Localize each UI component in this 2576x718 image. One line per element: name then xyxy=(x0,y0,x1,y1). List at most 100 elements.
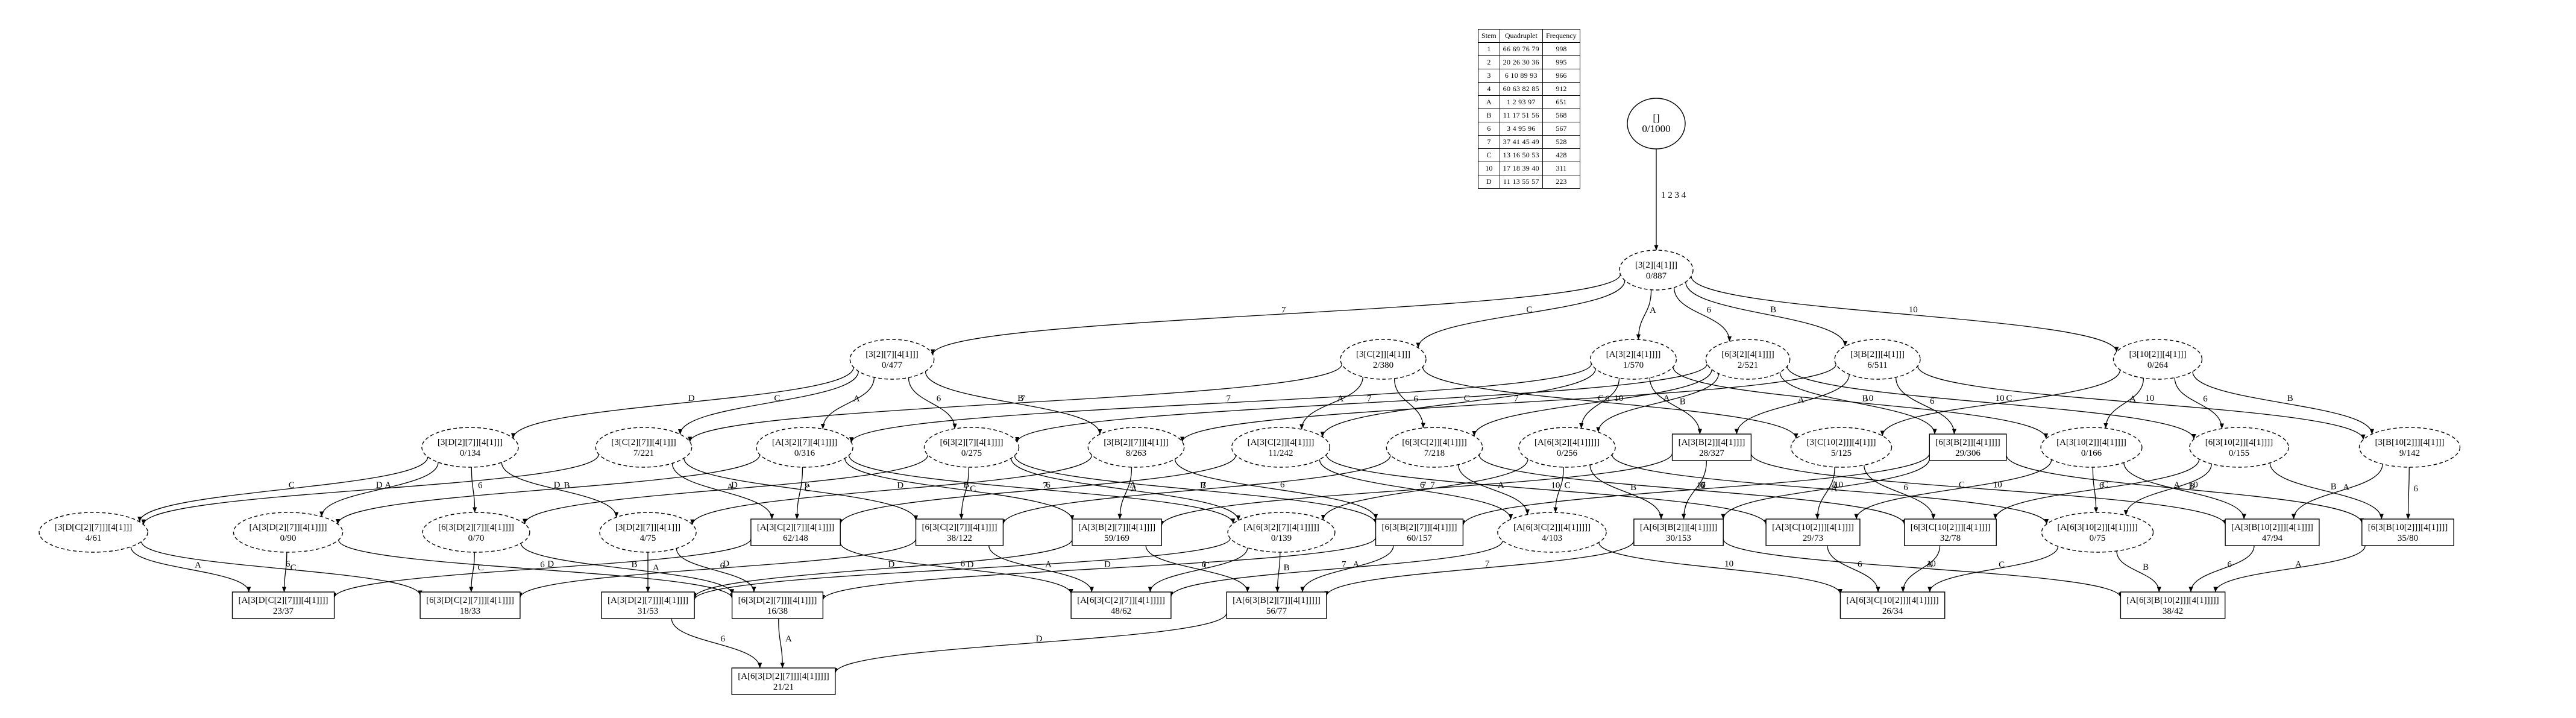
node-value: 1/570 xyxy=(1623,361,1644,370)
edge-r3a-r4a xyxy=(130,546,251,593)
node-label: [A[6[3[2][7][4[1]]]]] xyxy=(1243,523,1319,532)
node-value: 23/37 xyxy=(273,606,294,616)
edge-label: B xyxy=(1680,397,1686,406)
edge-label: 10 xyxy=(1864,394,1873,403)
edge-r3p-r4h xyxy=(2213,545,2366,593)
edge-label: D xyxy=(688,394,695,403)
node-ellipse xyxy=(1087,427,1185,468)
node-value: 0/166 xyxy=(2081,449,2102,458)
node-r2c: [A[3[2][7][4[1]]]]0/316 xyxy=(756,427,853,468)
node-r3h: [A[6[3[2][7][4[1]]]]]0/139 xyxy=(1227,512,1336,553)
node-n1: [3[2][4[1]]]0/887 xyxy=(1619,250,1694,291)
node-label: [A[3[C[2]][4[1]]]] xyxy=(1248,438,1315,447)
node-r1d: [6[3[2][4[1]]]]2/521 xyxy=(1705,339,1791,380)
node-box xyxy=(915,518,1004,546)
node-r3n: [A[6[3[10[2]][4[1]]]]]0/75 xyxy=(2041,512,2154,553)
edge-label: D xyxy=(723,559,729,569)
node-value: 16/38 xyxy=(767,606,788,616)
node-ellipse xyxy=(422,512,530,553)
node-label: [A[6[3[B[2]][4[1]]]]] xyxy=(1640,523,1717,532)
edge-label: C xyxy=(1598,394,1604,403)
node-ellipse xyxy=(421,427,519,468)
edge-r1d-r2d xyxy=(1015,364,1707,442)
node-r3d: [3[D[2][7]][4[1]]]4/75 xyxy=(599,512,697,553)
edge-r2e-r3d xyxy=(690,455,1093,525)
edge-r2d-r3f xyxy=(959,467,969,520)
edge-label: B xyxy=(632,559,638,569)
edge-r2e-r3g xyxy=(1117,467,1132,520)
edge-label: D xyxy=(1104,559,1111,569)
edge-label: 10 xyxy=(1551,480,1560,490)
node-ellipse xyxy=(1834,339,1921,380)
edge-r3f-r4e xyxy=(988,545,1094,593)
node-r3e: [A[3[C[2][7]][4[1]]]]62/148 xyxy=(750,518,841,546)
edge-r1a-r2e xyxy=(925,371,1102,435)
edge-label: 7 xyxy=(1514,394,1519,404)
edge-r1a-r2d xyxy=(908,377,957,429)
node-label: [A[3[B[2][7]][4[1]]]] xyxy=(1078,523,1155,532)
edge-r2h-r3j xyxy=(1553,467,1564,513)
node-ellipse xyxy=(233,512,344,553)
edge-r2k-r3p xyxy=(2006,455,2364,524)
node-ellipse xyxy=(599,512,697,553)
edge-r2k-r3i xyxy=(1460,453,1930,526)
node-label: [A[6[3[2][4[1]]]]] xyxy=(1535,438,1600,447)
node-label: [6[3[D[2][7]][4[1]]]] xyxy=(438,523,514,532)
edge-label: 10 xyxy=(2145,394,2154,403)
node-value: 29/73 xyxy=(1803,534,1823,543)
node-r3p: [6[3[B[10[2]]][4[1]]]]35/80 xyxy=(2361,518,2454,546)
edge-label: 7 xyxy=(1020,394,1025,404)
node-ellipse xyxy=(2040,427,2143,468)
node-label: [3[C[2]][4[1]]] xyxy=(1356,350,1410,359)
node-ellipse xyxy=(2041,512,2154,553)
node-r3a: [3[D[C[2][7]]][4[1]]]4/61 xyxy=(39,512,148,553)
edge-label: 6 xyxy=(2228,560,2232,570)
edge-n1-r1d xyxy=(1673,287,1732,342)
table-cell: 20 26 30 36 xyxy=(1499,55,1543,69)
table-cell: 995 xyxy=(1542,55,1580,69)
edge-r4c-r5a xyxy=(671,618,762,669)
edge-label: 6 xyxy=(961,559,966,569)
edge-n1-r1b xyxy=(1416,280,1626,348)
node-label: [3[C[2][7]][4[1]]] xyxy=(611,438,676,447)
edge-label: A xyxy=(1129,480,1136,490)
edge-r2h-r3n xyxy=(1612,454,2049,524)
edge-r2b-r3e xyxy=(671,463,774,520)
node-value: 0/887 xyxy=(1646,271,1667,281)
edge-label: B xyxy=(1200,480,1206,490)
edge-r1c-r2h xyxy=(1579,378,1620,429)
node-value: 2/521 xyxy=(1738,361,1758,370)
node-value: 38/122 xyxy=(947,534,972,543)
edge-r2l-r3l xyxy=(1854,459,2052,520)
edge-label: 10 xyxy=(1996,394,2005,403)
edge-r2a-r3a xyxy=(137,456,429,523)
node-ellipse-solid xyxy=(1627,98,1686,150)
edge-label: C xyxy=(1526,305,1532,315)
edge-r4d-r5a xyxy=(778,618,785,669)
edge-label: 7 xyxy=(1430,480,1435,490)
node-label: [6[3[C[10[2]]][4[1]]]] xyxy=(1911,523,1990,532)
edge-r1e-r2n xyxy=(1917,365,2366,440)
node-r2n: [3[B[10[2]]][4[1]]]9/142 xyxy=(2358,427,2461,468)
node-value: 7/221 xyxy=(633,449,654,458)
node-label: [6[3[B[2][7]][4[1]]]] xyxy=(1382,523,1457,532)
edge-r1e-r2i xyxy=(1734,374,1850,435)
edge-label: A xyxy=(1650,306,1656,315)
edge-label: A xyxy=(2343,482,2349,492)
edge-r2m-r3m xyxy=(1993,459,2200,520)
edge-label: C xyxy=(2006,394,2012,403)
edge-r1a-r2c xyxy=(820,377,875,429)
node-ellipse xyxy=(39,512,148,553)
edge-r3e-r4e xyxy=(840,542,1073,594)
edge-r4f-r5a xyxy=(833,613,1227,674)
node-layer: []0/1000[3[2][4[1]]]0/887[3[2][7][4[1]]]… xyxy=(39,98,2461,695)
edge-label: 7 xyxy=(1422,480,1427,490)
edge-r2d-r3h xyxy=(1011,458,1241,521)
edge-r1d-r2g xyxy=(1472,369,1712,436)
edge-r2a-r3b xyxy=(319,462,439,517)
